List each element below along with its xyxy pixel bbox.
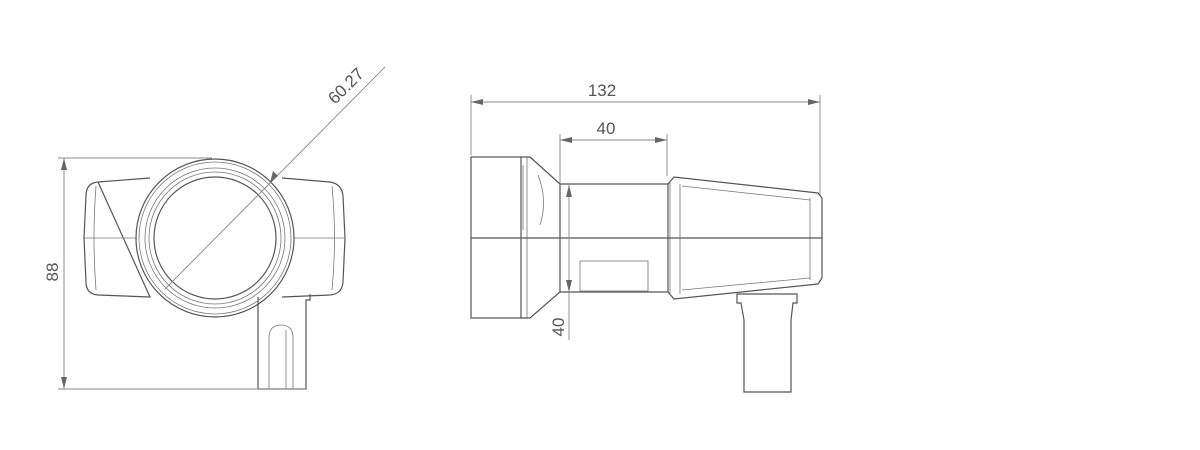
height-dimension-line xyxy=(58,157,306,390)
feed-ring-4 xyxy=(148,171,282,305)
side-window xyxy=(579,260,649,292)
body-height-arrows xyxy=(566,185,572,292)
diameter-dimension-arrow xyxy=(270,171,278,183)
diameter-dimension-label: 60.27 xyxy=(324,64,368,108)
side-view: 132 40 40 xyxy=(470,81,823,393)
front-mount xyxy=(257,294,311,390)
body-height-label: 40 xyxy=(549,318,568,337)
body-length-label: 40 xyxy=(597,119,616,138)
overall-length-label: 132 xyxy=(588,81,616,100)
front-mount-slot xyxy=(268,324,294,389)
side-horn-details xyxy=(669,182,811,295)
feed-ring-3 xyxy=(144,167,286,309)
feed-ring-2 xyxy=(138,161,292,315)
side-cylinder xyxy=(560,183,668,293)
front-view: 88 60.27 xyxy=(43,64,386,390)
front-body-details xyxy=(84,185,345,291)
side-taper-lettering xyxy=(522,165,544,230)
body-length-dimension-line xyxy=(559,134,668,183)
side-mount xyxy=(736,293,798,393)
feed-outer-ring xyxy=(135,158,295,318)
height-dimension-label: 88 xyxy=(43,263,62,282)
feed-aperture xyxy=(153,176,277,300)
body-length-arrows xyxy=(560,137,667,143)
overall-length-dimension-line xyxy=(470,95,821,195)
front-body xyxy=(83,177,346,298)
